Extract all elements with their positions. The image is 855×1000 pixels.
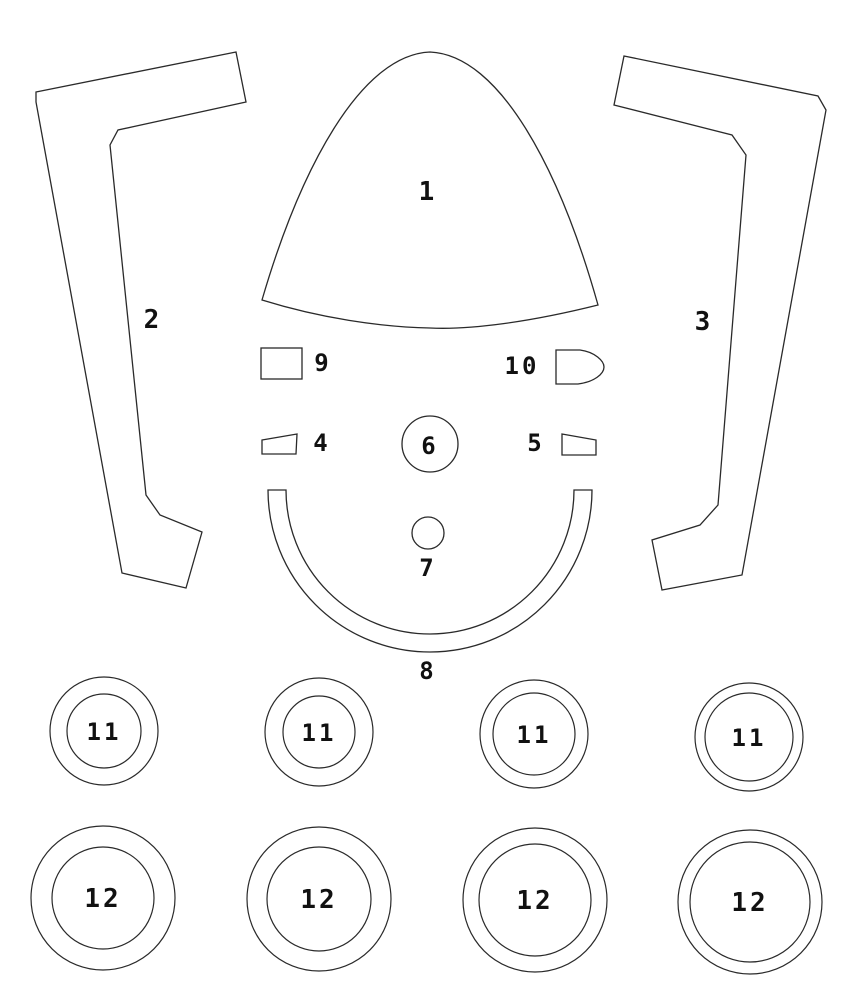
part-9-label: 9 — [314, 349, 331, 377]
part-12-c: 12 — [462, 827, 608, 973]
part-7-label: 7 — [419, 554, 436, 582]
part-8-outline — [267, 489, 593, 653]
part-11-a: 11 — [49, 676, 159, 786]
part-11-a-label: 11 — [87, 718, 122, 746]
part-12-d: 12 — [677, 829, 823, 975]
part-12-c-outer — [462, 827, 608, 973]
part-11-c-label: 11 — [517, 721, 552, 749]
part-12-a-inner — [51, 846, 155, 950]
part-1-label: 1 — [419, 177, 438, 207]
part-4: 4 — [261, 429, 330, 457]
part-1: 1 — [261, 51, 599, 329]
part-11-b-inner — [282, 695, 356, 769]
part-12-a-outer — [30, 825, 176, 971]
part-4-label: 4 — [313, 429, 330, 457]
part-12-d-inner — [689, 841, 811, 963]
part-11-c: 11 — [479, 679, 589, 789]
part-12-d-outer — [677, 829, 823, 975]
part-10: 10 — [505, 349, 605, 385]
part-11-c-inner — [492, 692, 576, 776]
part-10-outline — [555, 349, 605, 385]
part-9-outline — [260, 347, 303, 380]
part-12-a-label: 12 — [84, 884, 121, 914]
part-5-outline — [561, 433, 597, 456]
part-12-b: 12 — [246, 826, 392, 972]
part-10-label: 10 — [505, 352, 540, 380]
part-11-b-label: 11 — [302, 719, 337, 747]
part-7-outline — [411, 516, 445, 550]
part-5-label: 5 — [527, 429, 544, 457]
part-8: 8 — [267, 489, 593, 685]
part-11-a-inner — [66, 693, 142, 769]
part-12-b-label: 12 — [300, 885, 337, 915]
part-3-label: 3 — [695, 307, 714, 337]
part-9: 9 — [260, 347, 331, 380]
part-2: 2 — [35, 51, 247, 589]
part-2-label: 2 — [144, 305, 163, 335]
part-11-d-label: 11 — [732, 724, 767, 752]
part-8-label: 8 — [419, 657, 436, 685]
part-11-d-inner — [704, 692, 794, 782]
part-11-d: 11 — [694, 682, 804, 792]
part-11-d-outer — [694, 682, 804, 792]
part-11-c-outer — [479, 679, 589, 789]
part-12-b-inner — [266, 846, 372, 952]
part-4-outline — [261, 433, 298, 455]
part-5: 5 — [527, 429, 597, 457]
part-6-outline — [401, 415, 459, 473]
part-3: 3 — [613, 55, 827, 591]
part-2-outline — [35, 51, 247, 589]
part-12-c-label: 12 — [516, 886, 553, 916]
part-7: 7 — [411, 516, 445, 582]
part-11-b: 11 — [264, 677, 374, 787]
part-3-outline — [613, 55, 827, 591]
part-12-d-label: 12 — [731, 888, 768, 918]
part-1-outline — [261, 51, 599, 329]
part-6-label: 6 — [421, 432, 438, 460]
part-11-b-outer — [264, 677, 374, 787]
part-6: 6 — [401, 415, 459, 473]
part-12-c-inner — [478, 843, 592, 957]
part-11-a-outer — [49, 676, 159, 786]
part-12-a: 12 — [30, 825, 176, 971]
part-12-b-outer — [246, 826, 392, 972]
